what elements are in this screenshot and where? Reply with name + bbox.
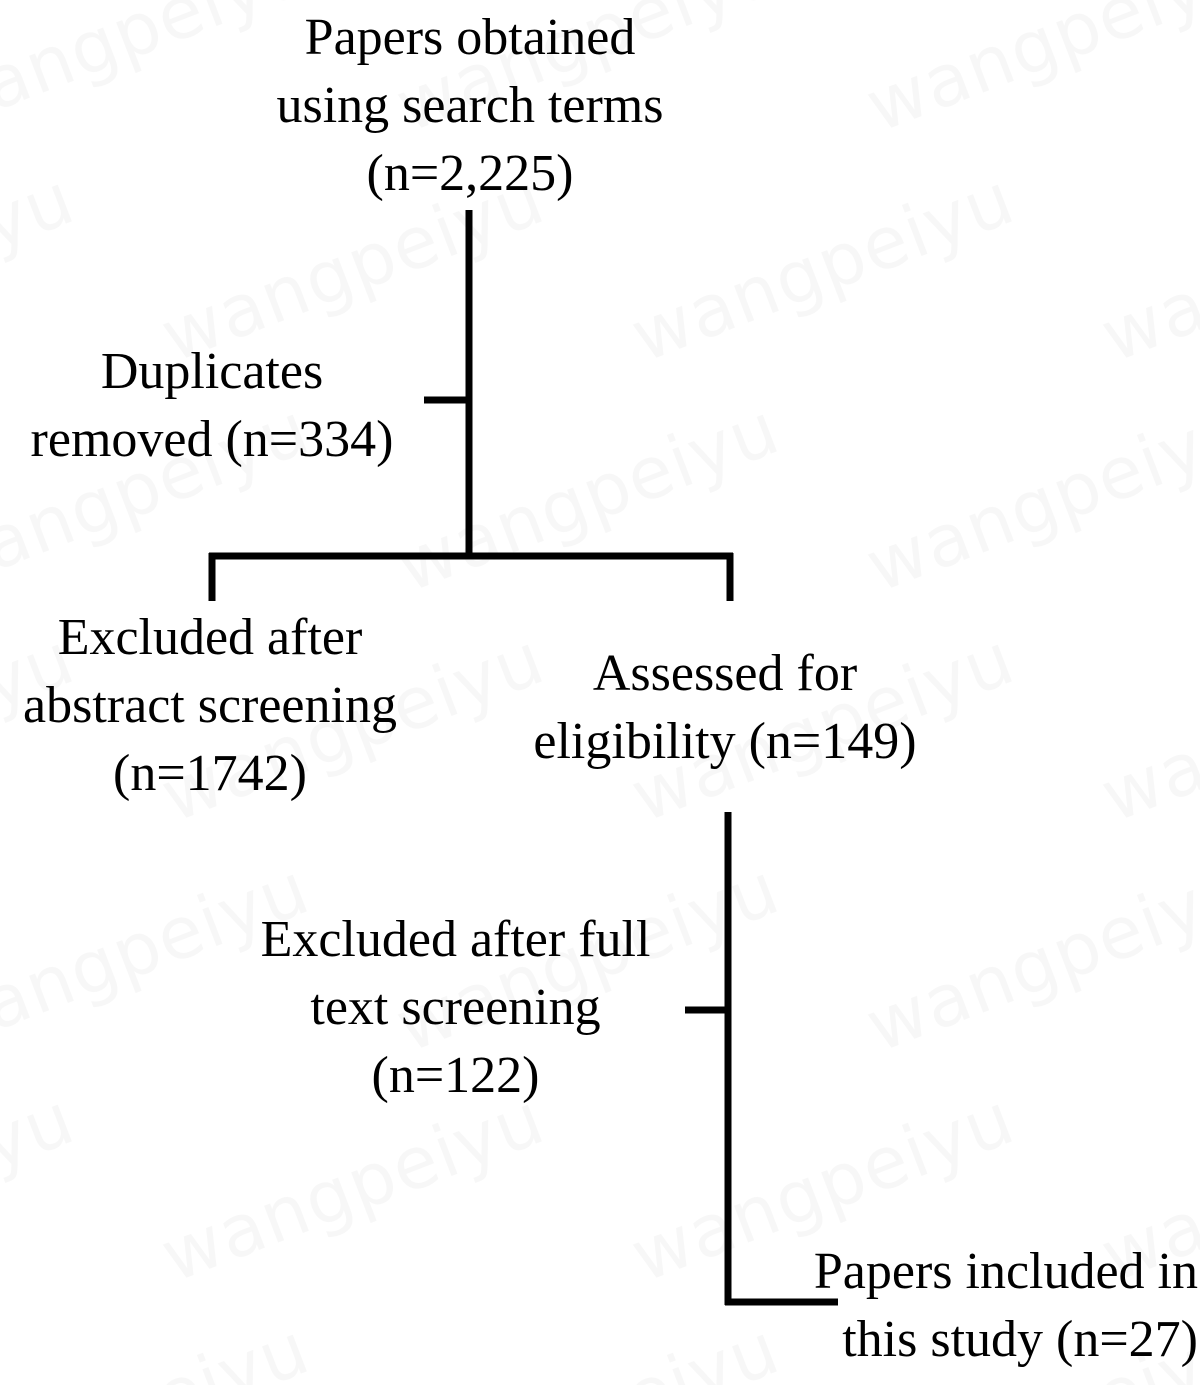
watermark-text: wangpeiyu (855, 846, 1200, 1068)
node-excluded-after-abstract-screening: Excluded after abstract screening (n=174… (23, 609, 397, 802)
node-assessed-for-eligibility: Assessed for eligibility (n=149) (533, 645, 917, 770)
watermark-text: wangpeiyu (0, 1076, 85, 1298)
watermark-text: wangpeiyu (385, 1306, 790, 1385)
watermark-text: wangpeiyu (1090, 156, 1200, 378)
watermark-text: wangpeiyu (0, 1306, 320, 1385)
node-papers-included-in-this-study: Papers included in this study (n=27) (813, 1243, 1198, 1368)
watermark-text: wangpeiyu (1090, 616, 1200, 838)
watermark-text: wangpeiyu (855, 0, 1200, 148)
node-duplicates-removed: Duplicates removed (n=334) (30, 343, 394, 468)
watermark-text: wangpeiyu (855, 386, 1200, 608)
node-excluded-after-full-text-screening: Excluded after full text screening (n=12… (260, 911, 651, 1104)
node-papers-obtained: Papers obtained using search terms (n=2,… (276, 9, 664, 202)
watermark-text: wangpeiyu (385, 386, 790, 608)
